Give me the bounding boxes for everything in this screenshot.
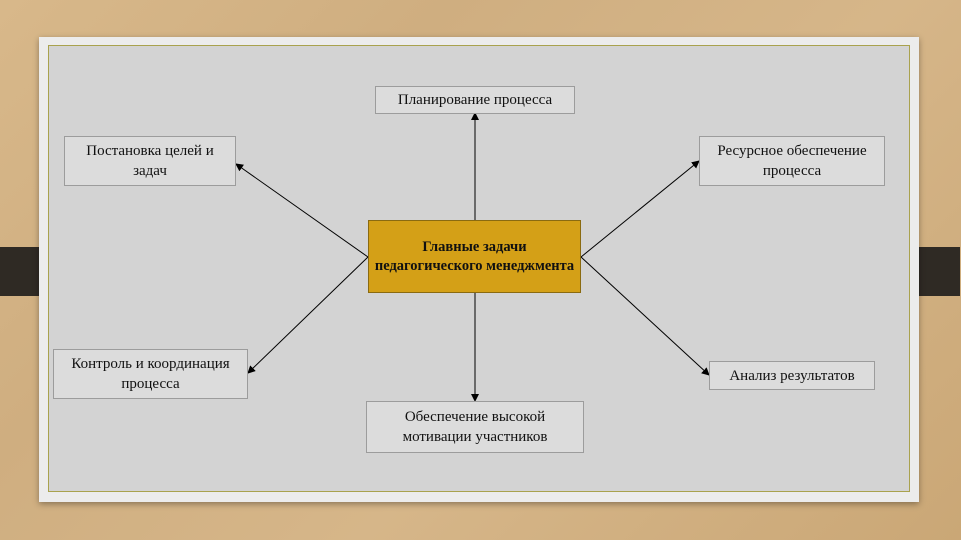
arrow-to-bottom-left (247, 256, 369, 374)
node-bottom-right: Анализ результатов (709, 361, 875, 390)
node-bottom-left-label: Контроль и координация процесса (71, 356, 230, 392)
node-bottom-right-label: Анализ результатов (729, 367, 855, 384)
node-top-right: Ресурсное обеспечение процесса (699, 136, 885, 186)
node-bottom-label: Обеспечение высокой мотивации участников (402, 409, 548, 445)
arrow-to-top-left (235, 163, 369, 258)
node-bottom-left: Контроль и координация процесса (53, 349, 248, 399)
node-top-label: Планирование процесса (397, 92, 553, 108)
arrow-to-top-right (580, 160, 700, 258)
node-center-label: Главные задачи педагогического менеджмен… (374, 238, 575, 274)
node-top-right-label: Ресурсное обеспечение процесса (717, 143, 867, 179)
node-bottom: Обеспечение высокой мотивации участников (366, 401, 584, 453)
node-top-left: Постановка целей и задач (64, 136, 236, 186)
node-top: Планирование процесса (375, 86, 575, 114)
node-center: Главные задачи педагогического менеджмен… (368, 220, 581, 293)
arrow-to-bottom-right (580, 256, 710, 376)
node-top-left-label: Постановка целей и задач (86, 143, 214, 179)
